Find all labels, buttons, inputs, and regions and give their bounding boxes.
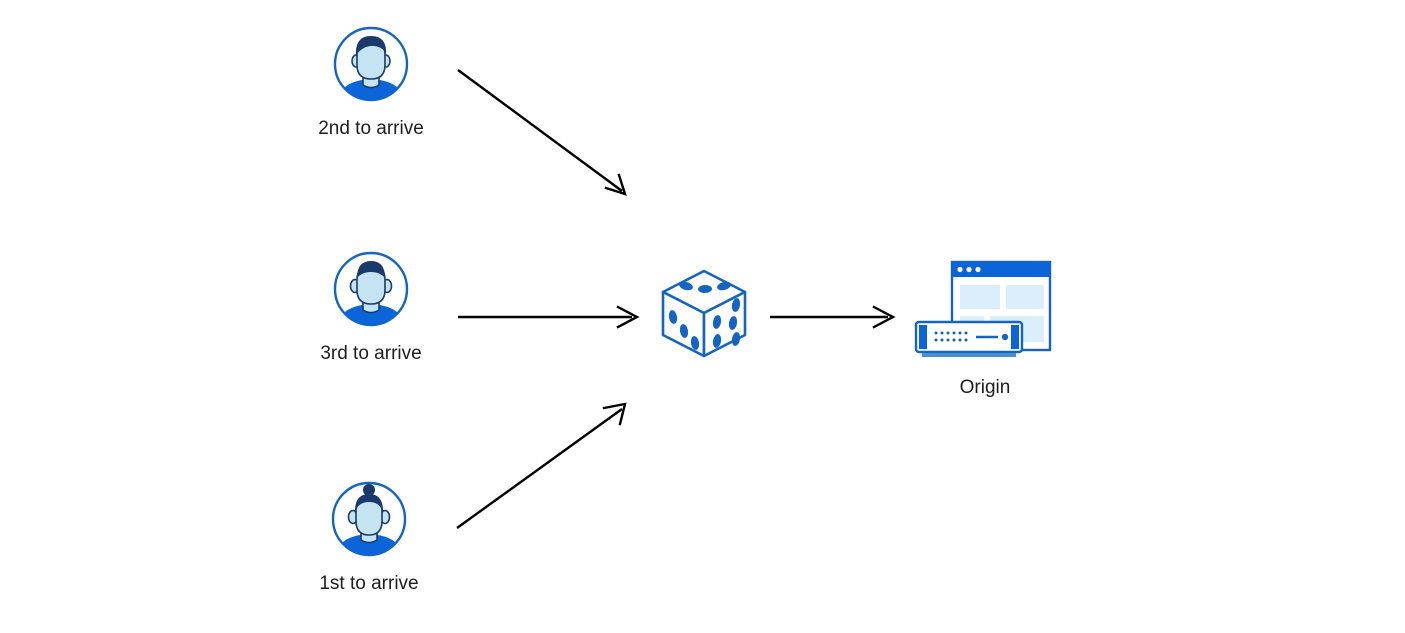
node-visitor-third[interactable]: 3rd to arrive <box>296 250 446 366</box>
dice-cube-icon <box>661 269 747 358</box>
visitor-second-label: 2nd to arrive <box>318 118 424 139</box>
server-device <box>914 320 1024 357</box>
user-avatar-icon <box>330 480 408 558</box>
node-visitor-second[interactable]: 2nd to arrive <box>296 25 446 141</box>
user-avatar-icon <box>332 250 410 328</box>
visitor-third-label: 3rd to arrive <box>320 343 422 364</box>
visitor-first-label: 1st to arrive <box>319 573 419 594</box>
arrow-visitor-third-to-dice <box>458 305 640 329</box>
node-visitor-first[interactable]: 1st to arrive <box>294 480 444 596</box>
origin-label: Origin <box>959 377 1011 398</box>
node-origin[interactable]: Origin <box>890 258 1080 400</box>
user-avatar-icon <box>332 25 410 103</box>
arrow-dice-to-origin <box>770 305 896 329</box>
node-dice[interactable] <box>657 265 757 365</box>
origin-server-icon <box>910 258 1060 368</box>
arrow-visitor-first-to-dice <box>456 402 627 529</box>
arrow-visitor-second-to-dice <box>457 69 627 196</box>
